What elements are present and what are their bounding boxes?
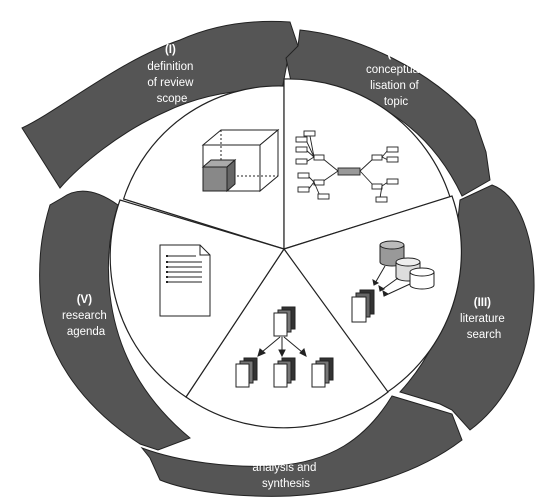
phase-1-number: (I) bbox=[165, 44, 176, 56]
phase-1-line-3: scope bbox=[157, 93, 188, 105]
phase-3-number: (III) bbox=[474, 297, 491, 309]
phase-2-label: (II) conceptua- lisation of topic bbox=[366, 48, 426, 108]
phase-4-label: (IV) literature analysis and synthesis bbox=[252, 430, 319, 490]
document-tree-icon bbox=[235, 306, 334, 388]
arrow-ring bbox=[21, 20, 535, 497]
arrow-labels: (I) definition of review scope (II) conc… bbox=[62, 44, 508, 490]
concept-map-icon bbox=[295, 130, 399, 203]
phase-3-line-2: search bbox=[467, 329, 502, 341]
phase-2-line-2: lisation of bbox=[370, 80, 419, 92]
phase-4-line-3: synthesis bbox=[262, 478, 310, 490]
phase-3-label: (III) literature search bbox=[460, 297, 508, 341]
phase-2-line-3: topic bbox=[384, 96, 409, 108]
document-icon bbox=[159, 244, 211, 317]
phase-4-line-2: analysis and bbox=[252, 462, 316, 474]
phase-3-line-1: literature bbox=[460, 313, 505, 325]
phase-5-label: (V) research agenda bbox=[62, 294, 110, 338]
arrow-segment-phase-5 bbox=[39, 190, 191, 451]
phase-1-line-1: definition bbox=[147, 61, 193, 73]
phase-2-number: (II) bbox=[387, 48, 401, 60]
phase-1-line-2: of review bbox=[147, 77, 194, 89]
phase-5-number: (V) bbox=[77, 294, 93, 306]
database-search-icon bbox=[351, 240, 435, 323]
arrow-segment-phase-4 bbox=[140, 395, 463, 497]
phase-5-line-2: agenda bbox=[67, 326, 106, 338]
phase-2-line-1: conceptua- bbox=[366, 64, 423, 76]
phase-5-line-1: research bbox=[62, 310, 107, 322]
phase-1-label: (I) definition of review scope bbox=[147, 44, 196, 105]
phase-4-line-1: literature bbox=[262, 446, 307, 458]
phase-4-number: (IV) bbox=[275, 430, 294, 442]
cube-icon bbox=[201, 128, 280, 193]
